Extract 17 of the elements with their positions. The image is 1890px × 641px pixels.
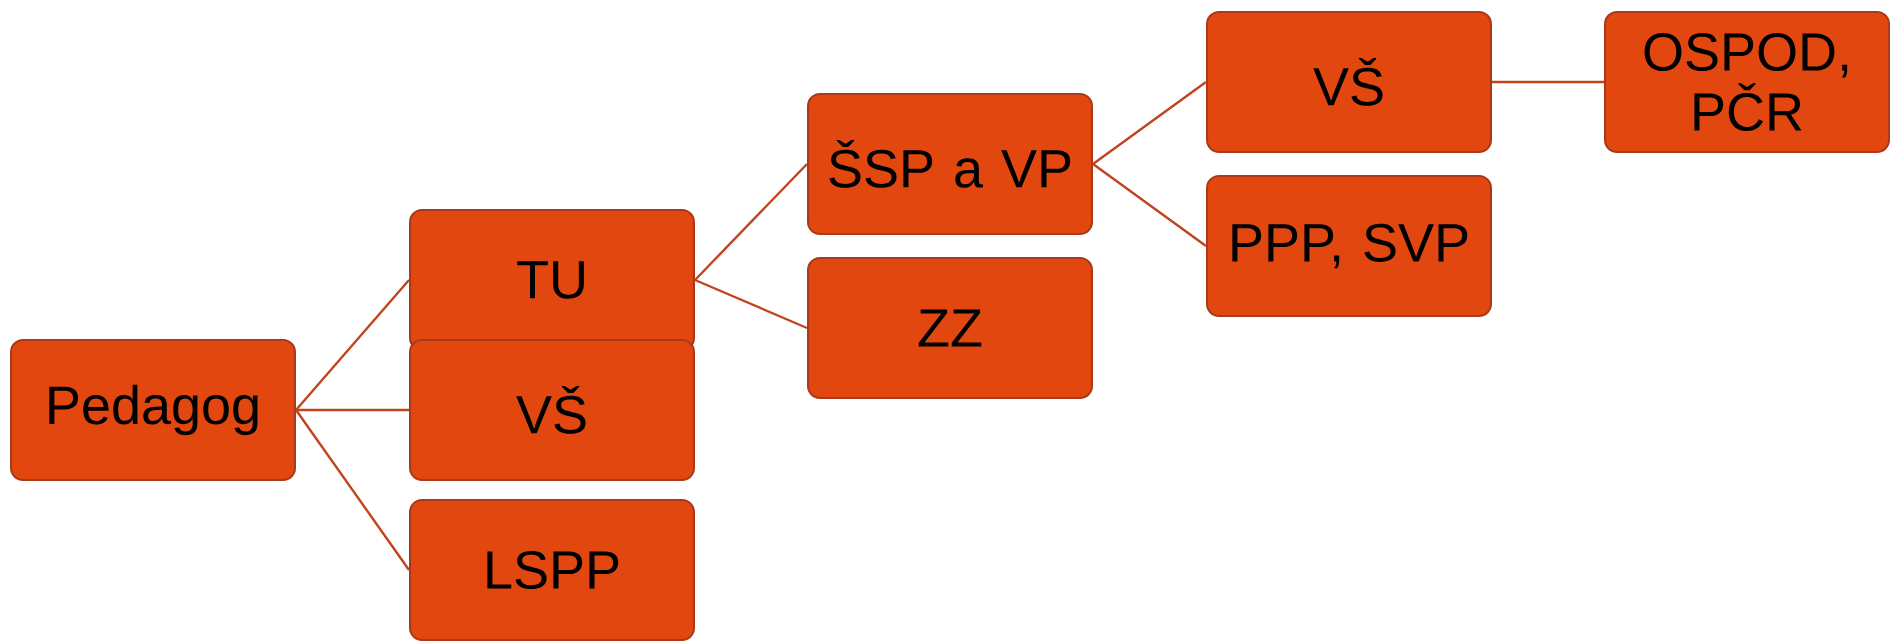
connector-line [694, 278, 808, 330]
process-box: PPP, SVP [1206, 175, 1492, 317]
connector-line [295, 409, 410, 571]
process-box: TU [409, 209, 695, 351]
connector-line [1092, 81, 1207, 165]
connector-line [694, 163, 808, 281]
process-box: VŠ [409, 339, 695, 481]
process-box: Pedagog [10, 339, 296, 481]
process-box: VŠ [1206, 11, 1492, 153]
connector-line [1092, 163, 1207, 247]
connector-line [1492, 80, 1604, 84]
connector-line [295, 279, 410, 411]
process-box: ŠSP a VP [807, 93, 1093, 235]
process-box: LSPP [409, 499, 695, 641]
connector-line [296, 408, 409, 412]
process-box: OSPOD, PČR [1604, 11, 1890, 153]
process-box: ZZ [807, 257, 1093, 399]
